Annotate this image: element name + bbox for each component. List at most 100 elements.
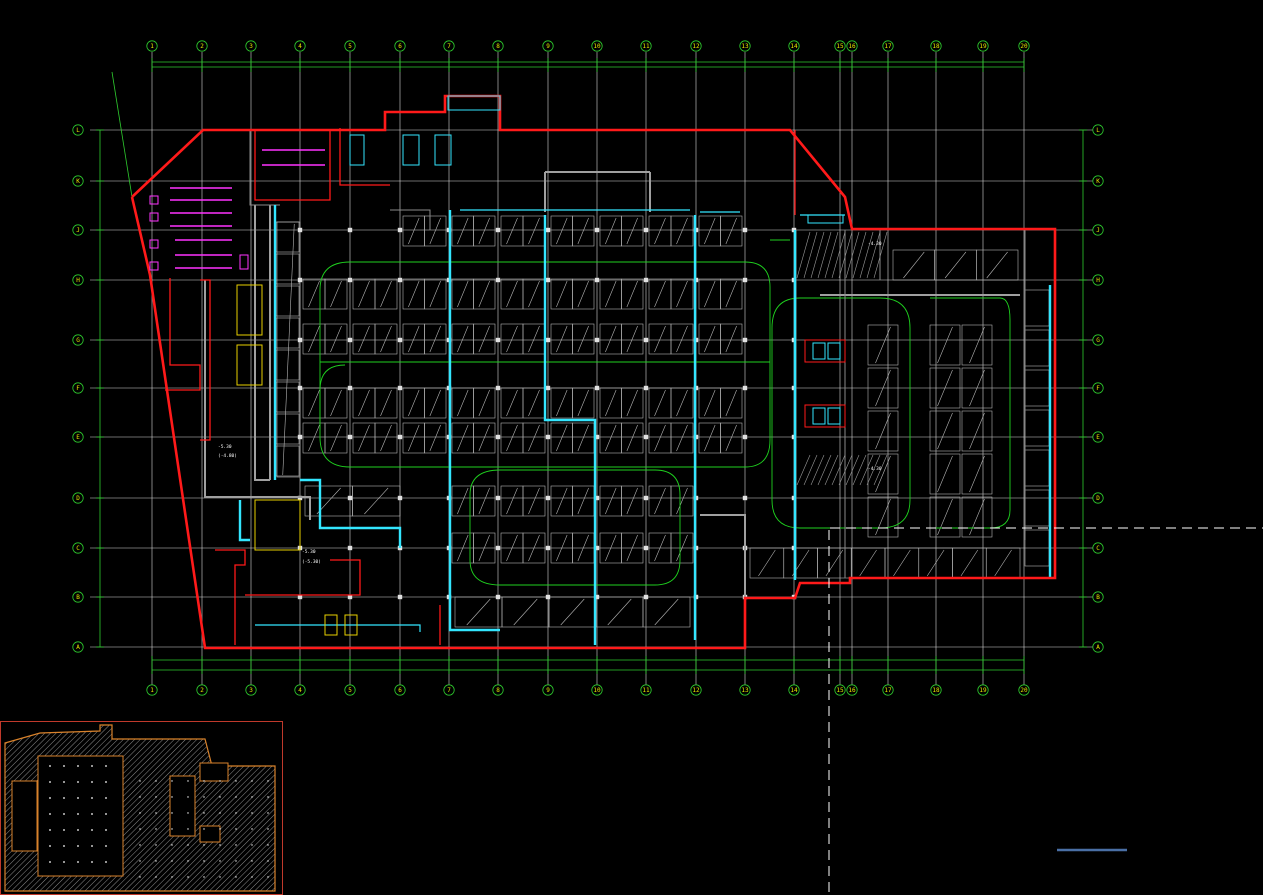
axis-label: 16 [848, 43, 856, 50]
keyplan-column [171, 796, 173, 798]
parking-stall-hatch [725, 325, 737, 353]
axis-label: 20 [1020, 43, 1028, 50]
axis-label: D [1096, 495, 1100, 502]
parking-stall-hatch [506, 280, 518, 308]
parking-stall-hatch [875, 412, 891, 450]
column [545, 434, 551, 440]
axis-bubble [294, 684, 306, 696]
level-label: (-5.30) [302, 559, 321, 565]
axis-bubble [394, 40, 406, 52]
keyplan-column [49, 781, 51, 783]
keyplan-column [139, 780, 141, 782]
axis-label: 7 [447, 43, 451, 50]
parking-stall-hatch [308, 280, 320, 308]
parking-stall [522, 422, 546, 454]
column [495, 545, 501, 551]
parking-stall-hatch [506, 424, 518, 452]
parking-stall-hatch [704, 217, 716, 245]
keyplan-column [251, 796, 253, 798]
parking-stall-hatch [676, 325, 688, 353]
parking-stall-hatch [380, 325, 392, 353]
parking-stall-hatch [577, 280, 589, 308]
keyplan-room [11, 780, 38, 852]
level-label: -5.30 [218, 444, 232, 450]
parking-stall-hatch [605, 424, 617, 452]
parking-stall-hatch [893, 549, 911, 577]
column [495, 594, 501, 600]
keyplan-column [235, 780, 237, 782]
column [397, 385, 403, 391]
parking-stall-hatch [429, 389, 441, 417]
keyplan-column [251, 876, 253, 878]
ramps [796, 231, 888, 486]
parking-stall-hatch [556, 389, 568, 417]
parking-stall-hatch [725, 424, 737, 452]
keyplan-column [267, 860, 269, 862]
parking-stall-hatch [960, 549, 979, 577]
parking-stall [424, 422, 447, 454]
ramp-hatch [831, 231, 846, 279]
parking-stall-hatch [429, 217, 441, 245]
parking-stall-hatch [560, 598, 585, 626]
parking-stall [424, 387, 447, 419]
keyplan-column [139, 844, 141, 846]
ramp-hatch [838, 454, 853, 486]
axis-bubble [1092, 274, 1104, 286]
column [643, 434, 649, 440]
keyplan-column [235, 812, 237, 814]
column [495, 277, 501, 283]
parking-stall-hatch [358, 280, 370, 308]
parking-stall [961, 453, 993, 495]
parking-stall-hatch [364, 487, 389, 515]
parking-stall [642, 596, 691, 628]
column [347, 337, 353, 343]
parking-stall-hatch [408, 424, 420, 452]
parking-stall-hatch [429, 424, 441, 452]
keyplan-column [203, 876, 205, 878]
parking-stall-hatch [969, 498, 985, 536]
column [742, 385, 748, 391]
keyplan-column [203, 844, 205, 846]
parking-stall-hatch [605, 389, 617, 417]
parking-stall-hatch [457, 217, 469, 245]
parking-stall [275, 253, 300, 285]
parking-stall [670, 387, 694, 419]
column [397, 434, 403, 440]
axis-bubble [882, 40, 894, 52]
parking-stall [929, 367, 961, 409]
axis-label: 4 [298, 43, 302, 50]
axis-label: 12 [692, 687, 700, 694]
keyplan-column [267, 812, 269, 814]
keyplan-column [105, 845, 107, 847]
parking-stall-hatch [478, 389, 490, 417]
axis-bubble [72, 431, 84, 443]
axis-label: 15 [836, 687, 844, 694]
keyplan-column [155, 812, 157, 814]
axis-label: 18 [932, 687, 940, 694]
parking-stall [670, 278, 694, 310]
parking-stall [670, 532, 694, 564]
dimension-lines [96, 58, 1087, 674]
parking-stall-hatch [937, 369, 953, 407]
axis-bubble [344, 684, 356, 696]
keyplan-column [219, 860, 221, 862]
axis-label: 20 [1020, 687, 1028, 694]
parking-stall-hatch [478, 534, 490, 562]
parking-stall-hatch [969, 412, 985, 450]
parking-stall [720, 387, 743, 419]
parking-stall-hatch [408, 280, 420, 308]
parking-stall [424, 278, 447, 310]
axis-label: 9 [546, 43, 550, 50]
parking-stall-hatch [380, 389, 392, 417]
column [297, 227, 303, 233]
parking-stall-hatch [626, 487, 638, 515]
ramp-hatch [810, 454, 825, 486]
keyplan-garage-zone [37, 755, 124, 877]
axis-label: 17 [884, 43, 892, 50]
parking-stall-hatch [528, 325, 540, 353]
keyplan-thumbnail[interactable] [0, 721, 283, 895]
parking-stall-hatch [654, 598, 679, 626]
ramp-hatch [866, 454, 881, 486]
axis-bubble [591, 684, 603, 696]
